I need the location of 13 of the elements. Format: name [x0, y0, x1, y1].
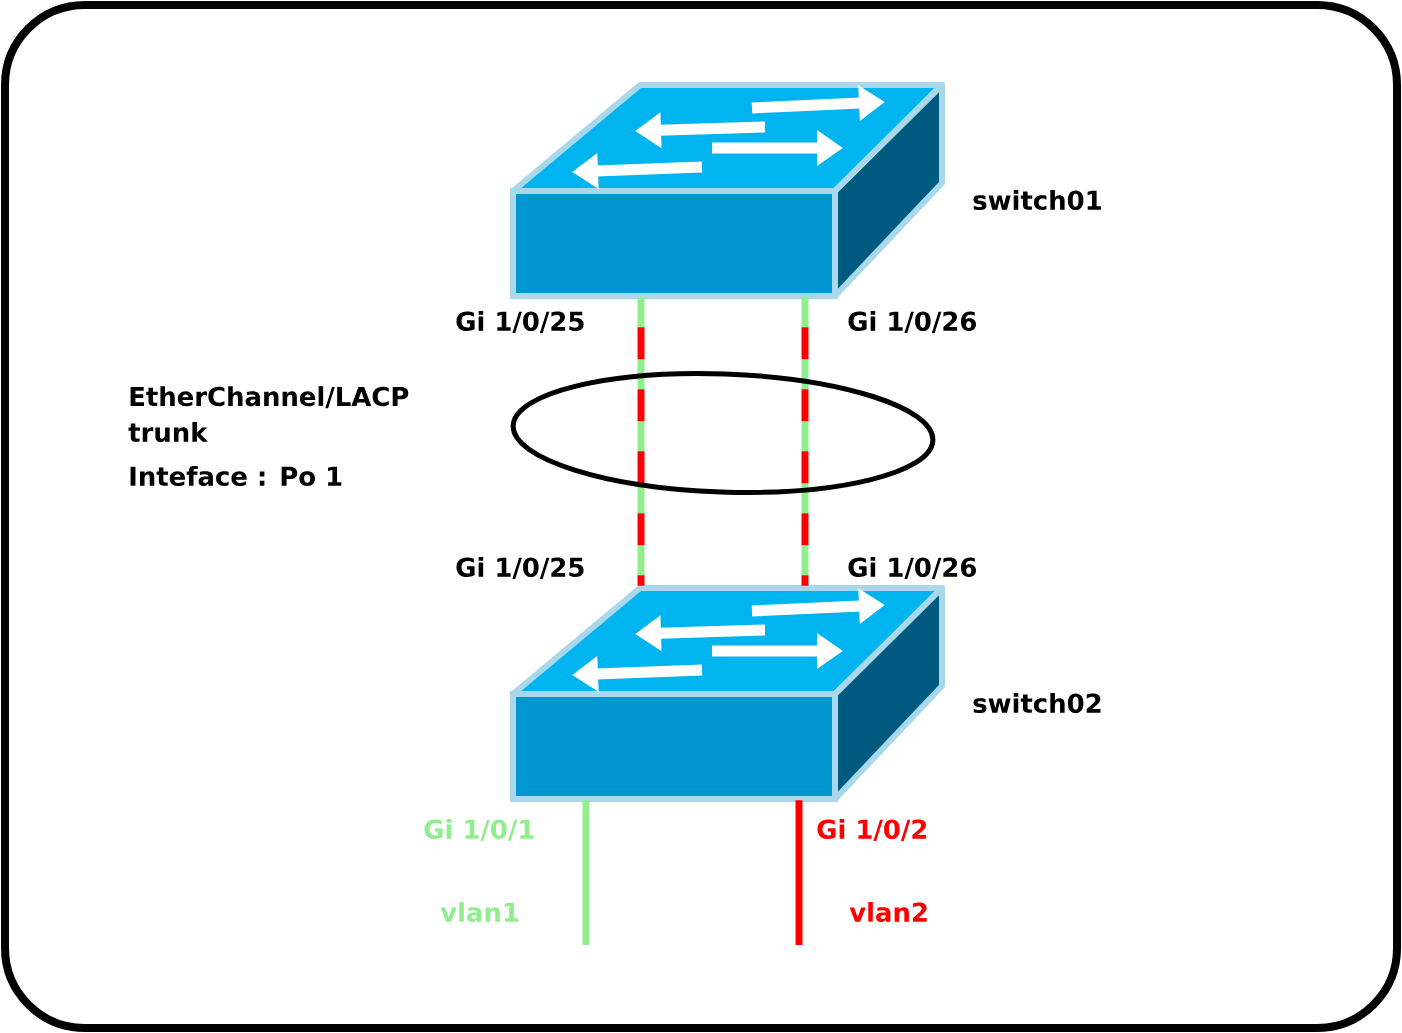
port-label: Inteface : Po 1 — [130, 466, 342, 486]
port-label: vlan2 — [849, 902, 927, 923]
port-label: EtherChannel/LACP trunk — [128, 386, 409, 443]
port-label: Gi 1/0/26 — [848, 310, 976, 334]
port-label: Gi 1/0/25 — [456, 556, 584, 580]
device-label: switch02 — [973, 693, 1101, 714]
port-label: Gi 1/0/1 — [424, 818, 534, 842]
device-label: switch01 — [973, 189, 1101, 210]
port-label: Gi 1/0/2 — [817, 818, 927, 842]
port-label: Gi 1/0/26 — [848, 556, 976, 580]
port-label: Gi 1/0/25 — [456, 310, 584, 334]
trunk-link — [801, 297, 809, 586]
port-label: vlan1 — [440, 902, 519, 923]
